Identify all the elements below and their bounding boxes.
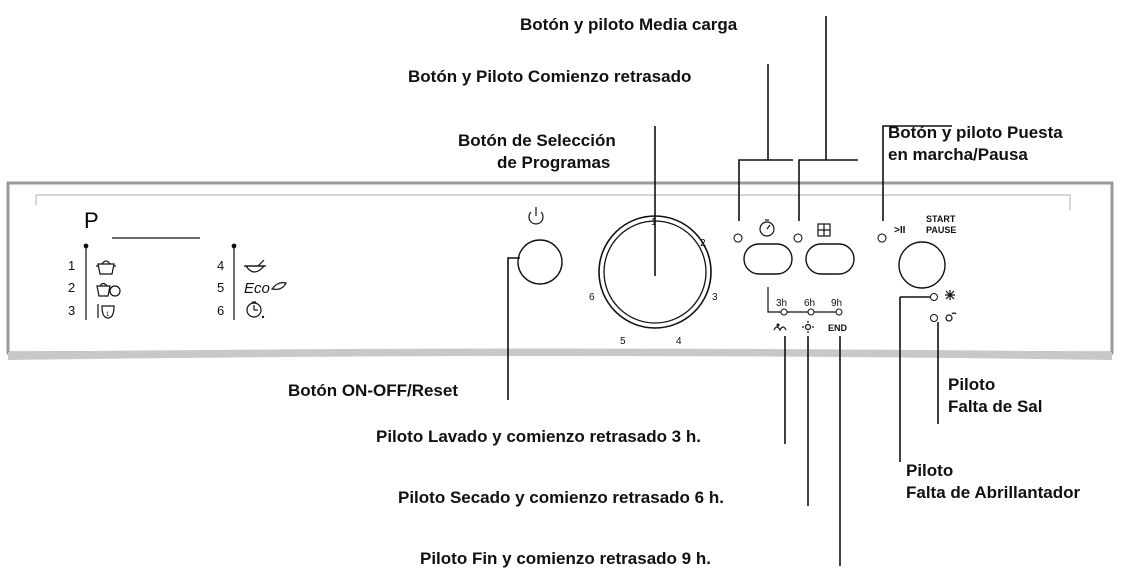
callout-start-pause-1: Botón y piloto Puesta bbox=[888, 123, 1063, 142]
bowl-icon bbox=[244, 259, 266, 273]
dial-number-4: 4 bbox=[676, 336, 682, 347]
led-3h bbox=[780, 308, 788, 316]
callout-delayed-start: Botón y Piloto Comienzo retrasado bbox=[408, 67, 691, 86]
callout-rinse-1: Piloto bbox=[906, 461, 953, 480]
eco-leaf-icon: Eco bbox=[244, 280, 287, 297]
delayed-start-led bbox=[733, 233, 743, 243]
pots-icon bbox=[96, 282, 121, 297]
leader-on-off bbox=[507, 257, 520, 400]
delay-timer-icon bbox=[759, 219, 775, 237]
dial-number-2: 2 bbox=[700, 238, 706, 249]
control-panel-inner-frame bbox=[35, 194, 1071, 210]
start-label: START bbox=[926, 214, 956, 224]
dry-sun-icon bbox=[802, 321, 814, 333]
callout-dry-6h: Piloto Secado y comienzo retrasado 6 h. bbox=[398, 488, 724, 507]
callout-rinse-2: Falta de Abrillantador bbox=[906, 483, 1081, 502]
pot-icon bbox=[96, 260, 116, 275]
led-6h bbox=[807, 308, 815, 316]
leader-half-load-bracket bbox=[798, 159, 858, 221]
callout-salt-1: Piloto bbox=[948, 375, 995, 394]
program-4-number: 4 bbox=[217, 258, 224, 273]
program-6-number: 6 bbox=[217, 303, 224, 318]
leader-delayed-start-bracket bbox=[738, 159, 793, 221]
callout-half-load: Botón y piloto Media carga bbox=[520, 15, 738, 34]
program-2-number: 2 bbox=[68, 280, 75, 295]
eco-label: Eco bbox=[244, 280, 270, 297]
program-column2-dot bbox=[231, 243, 237, 249]
delay-label-3h: 3h bbox=[776, 298, 787, 309]
rinse-aid-led bbox=[930, 293, 938, 301]
half-load-icon bbox=[817, 223, 831, 237]
play-pause-symbol: >II bbox=[894, 225, 906, 236]
callout-end-9h: Piloto Fin y comienzo retrasado 9 h. bbox=[420, 549, 711, 568]
dial-number-6: 6 bbox=[589, 292, 595, 303]
delay-label-9h: 9h bbox=[831, 298, 842, 309]
quick-clock-icon bbox=[246, 301, 265, 319]
program-column1-dot bbox=[83, 243, 89, 249]
power-icon bbox=[528, 207, 544, 225]
delay-bar-connector bbox=[767, 287, 842, 313]
program-1-number: 1 bbox=[68, 258, 75, 273]
half-load-led bbox=[793, 233, 803, 243]
callout-wash-3h: Piloto Lavado y comienzo retrasado 3 h. bbox=[376, 427, 701, 446]
leader-start-pause bbox=[882, 125, 952, 221]
half-load-button[interactable] bbox=[805, 243, 855, 275]
callout-salt-2: Falta de Sal bbox=[948, 397, 1042, 416]
rinse-aid-icon bbox=[945, 290, 955, 300]
pause-label: PAUSE bbox=[926, 225, 956, 235]
delayed-start-button[interactable] bbox=[743, 243, 793, 275]
control-panel-bottom-shadow bbox=[8, 348, 1112, 360]
salt-icon bbox=[945, 312, 957, 322]
glass-icon: 1 bbox=[97, 304, 115, 319]
dial-number-1: 1 bbox=[651, 217, 657, 228]
program-header: P bbox=[84, 208, 99, 233]
callout-on-off: Botón ON-OFF/Reset bbox=[288, 381, 458, 400]
wash-icon bbox=[773, 323, 787, 332]
start-pause-led bbox=[877, 233, 887, 243]
callout-program-select-1: Botón de Selección bbox=[458, 131, 616, 150]
start-pause-button[interactable] bbox=[898, 241, 946, 289]
salt-led bbox=[930, 314, 938, 322]
dial-number-3: 3 bbox=[712, 292, 718, 303]
delay-label-6h: 6h bbox=[804, 298, 815, 309]
led-9h bbox=[835, 308, 843, 316]
callout-program-select-2: de Programas bbox=[497, 153, 610, 172]
end-label: END bbox=[828, 323, 848, 333]
svg-text:1: 1 bbox=[106, 312, 110, 318]
program-3-number: 3 bbox=[68, 303, 75, 318]
program-5-number: 5 bbox=[217, 280, 224, 295]
callout-start-pause-2: en marcha/Pausa bbox=[888, 145, 1028, 164]
on-off-button[interactable] bbox=[517, 239, 563, 285]
dial-number-5: 5 bbox=[620, 336, 626, 347]
